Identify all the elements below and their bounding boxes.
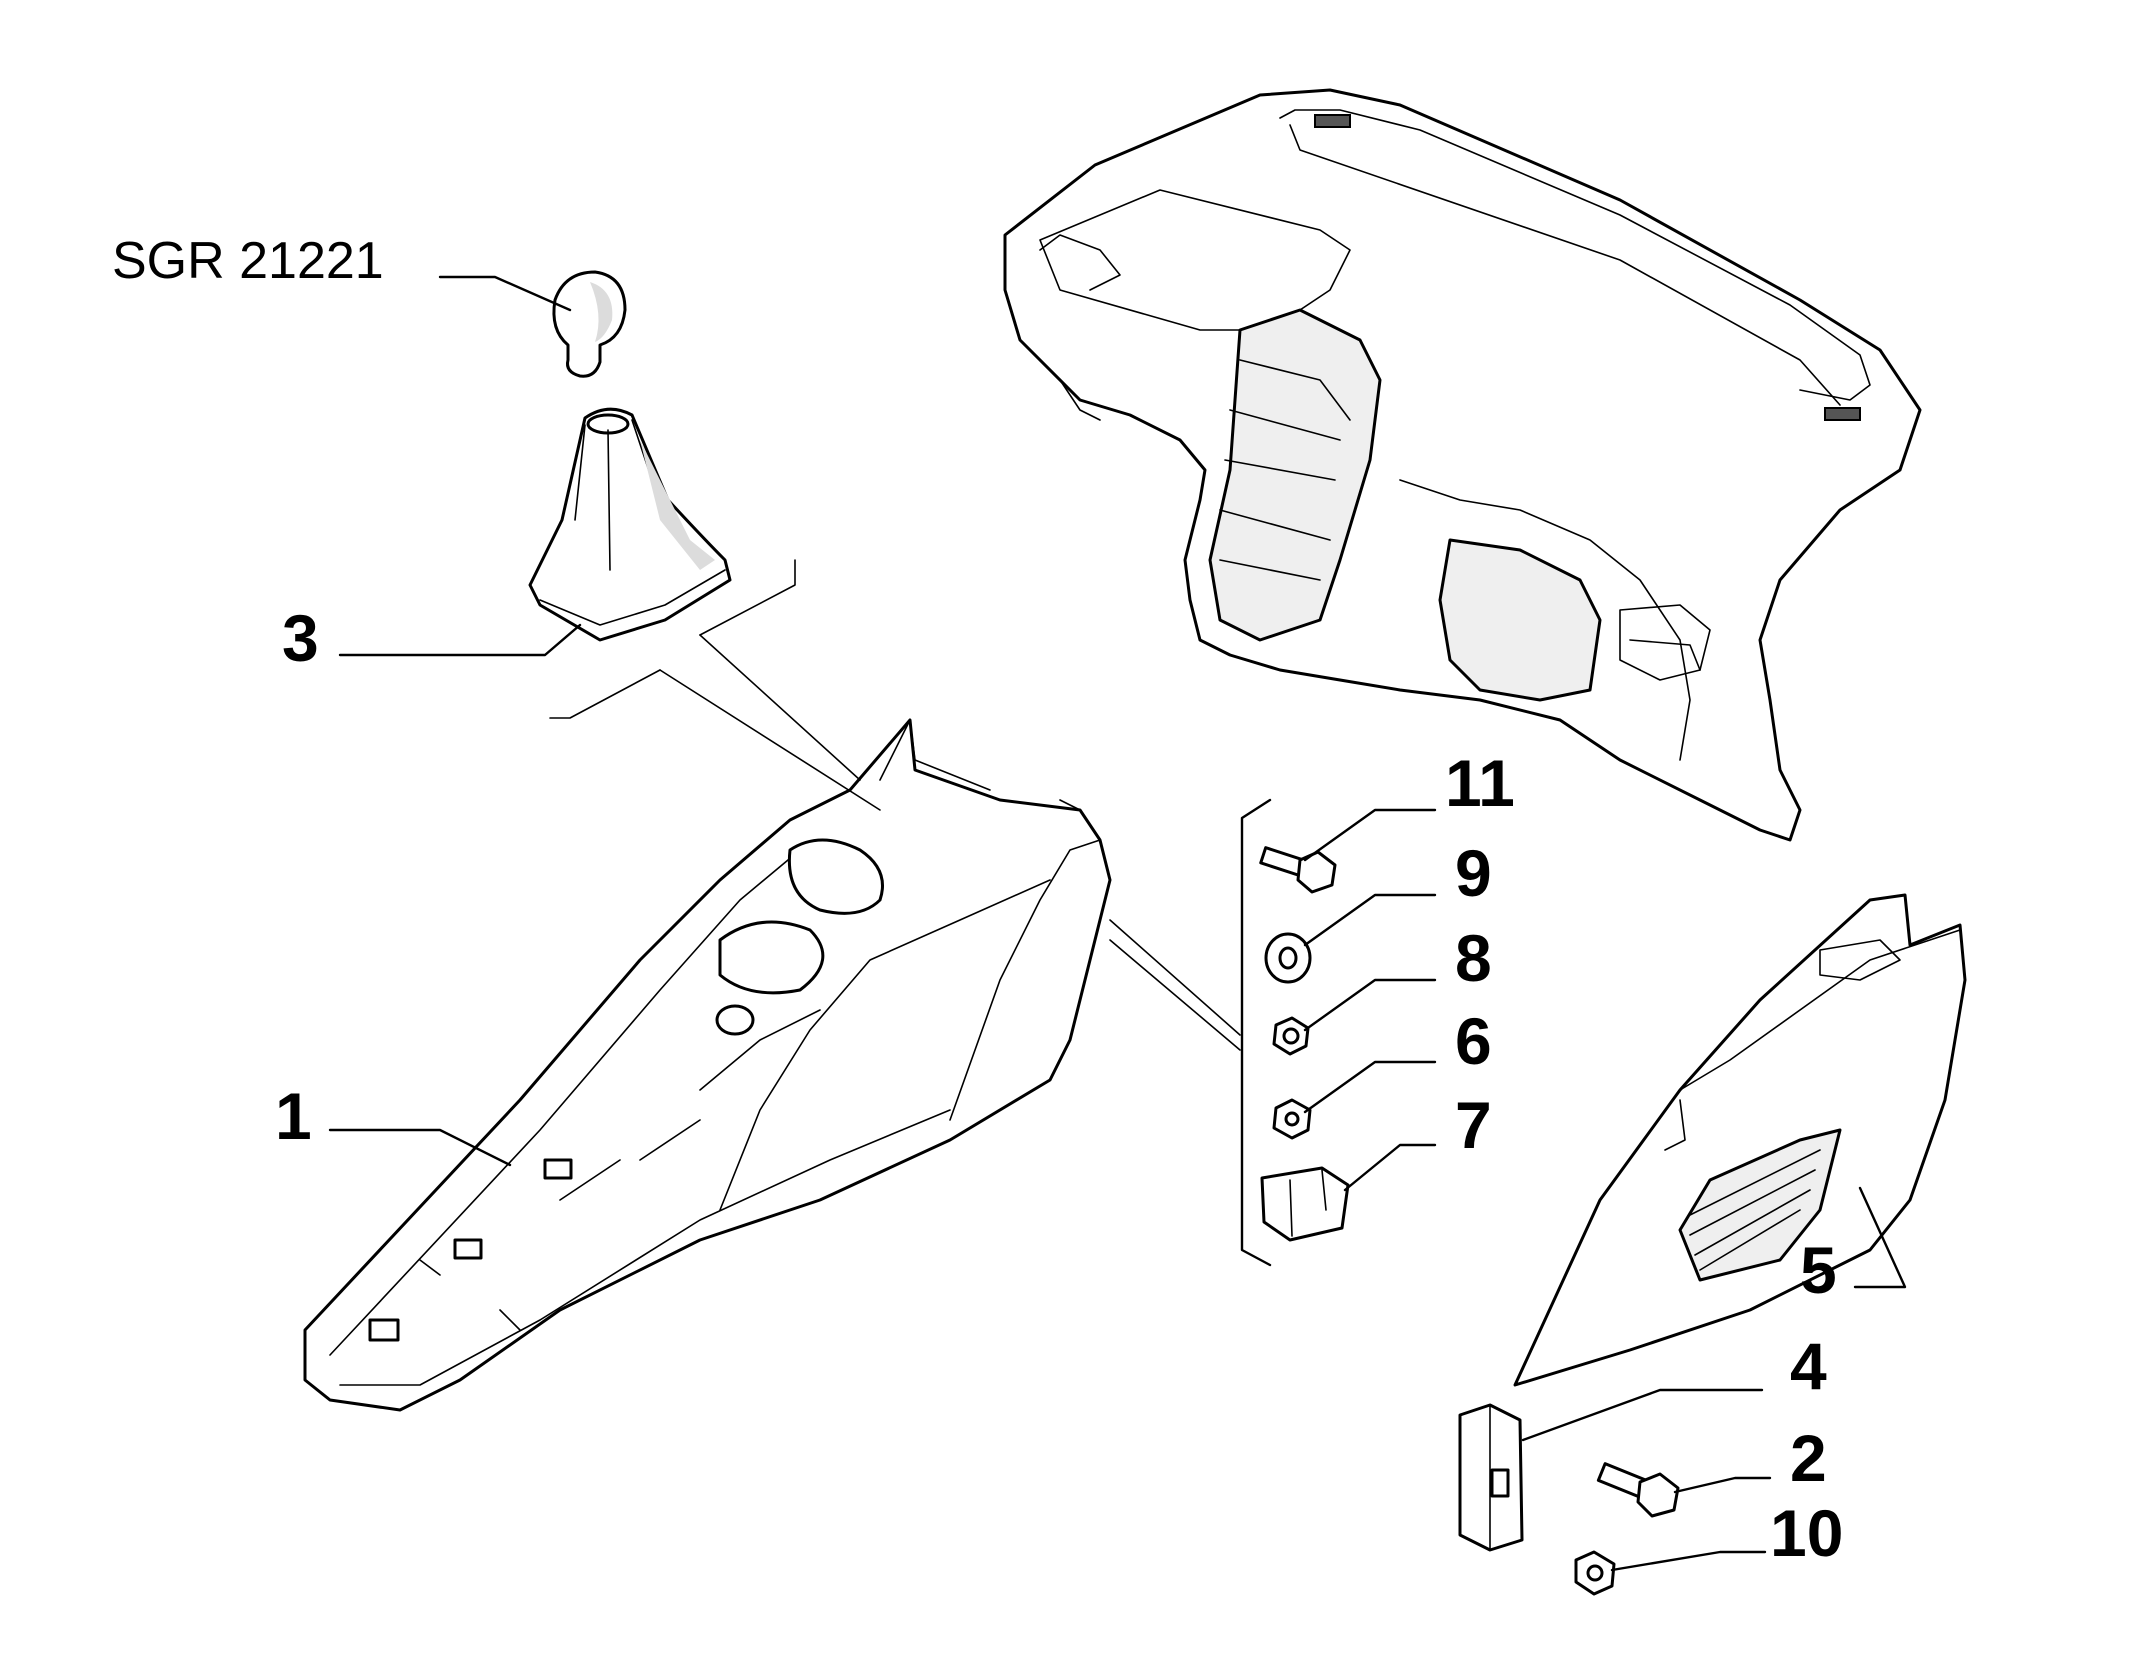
callout-3: 3 (282, 601, 319, 675)
nut-8-part (1272, 1016, 1310, 1056)
screw-2-part (1596, 1462, 1680, 1518)
callout-5: 5 (1800, 1233, 1837, 1307)
callout-8: 8 (1455, 921, 1492, 995)
center-console-part (303, 718, 1112, 1412)
nut-10-part (1574, 1550, 1616, 1596)
gear-boot-part (528, 407, 732, 642)
callout-7: 7 (1455, 1088, 1492, 1162)
callout-11: 11 (1445, 746, 1515, 820)
callout-10: 10 (1770, 1496, 1844, 1570)
washer-9-part (1264, 932, 1312, 984)
callout-9: 9 (1455, 836, 1492, 910)
callout-4: 4 (1790, 1329, 1827, 1403)
leader-lines (328, 275, 1907, 1572)
side-panel-5-part (1513, 893, 1967, 1387)
callout-2: 2 (1790, 1421, 1827, 1495)
dashboard-part (1003, 88, 1922, 842)
callout-sgr-21221: SGR 21221 (112, 232, 384, 290)
clip-7-part (1260, 1166, 1350, 1242)
fastener-group-bracket (1240, 798, 1272, 1267)
screw-11-part (1259, 846, 1337, 894)
callout-6: 6 (1455, 1004, 1492, 1078)
bracket-4-part (1458, 1403, 1524, 1552)
gear-knob-part (552, 270, 627, 378)
nut-6-part (1272, 1098, 1312, 1140)
callout-1: 1 (275, 1079, 312, 1153)
